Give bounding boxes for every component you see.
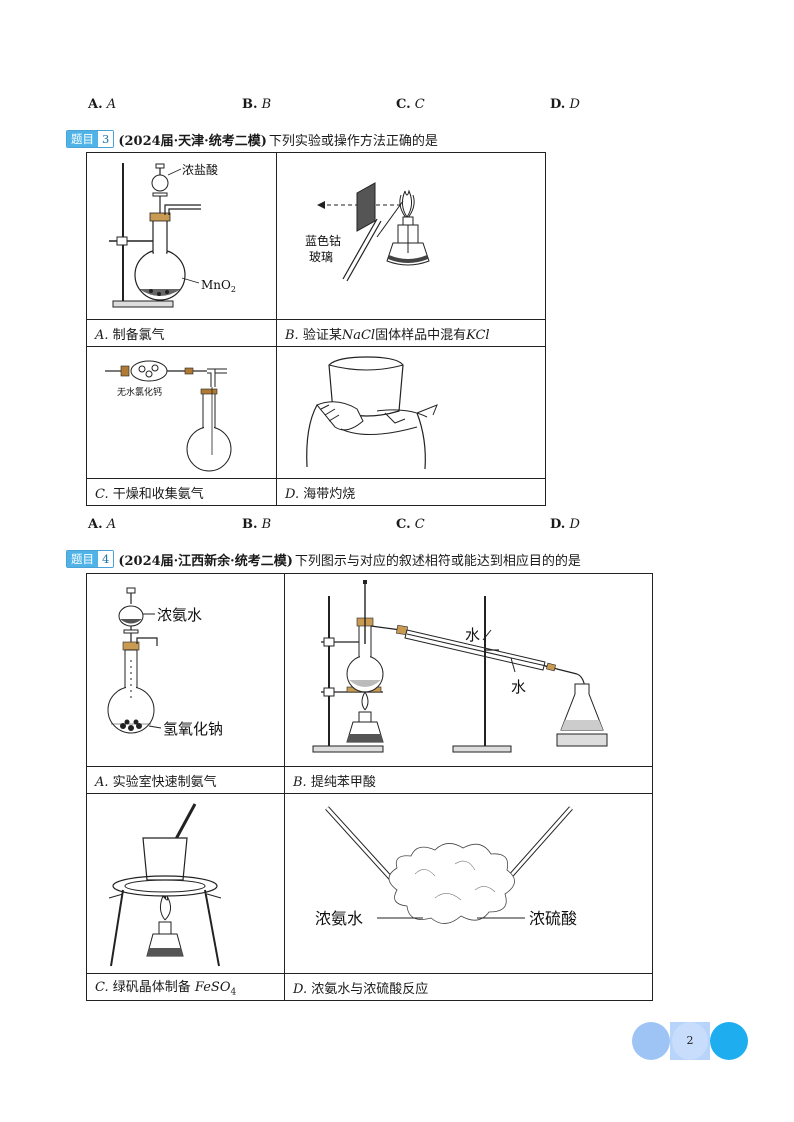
q4-cell-b-caption: B. 提纯苯甲酸 bbox=[284, 766, 653, 794]
label-conc-ammonia-rod: 浓氨水 bbox=[315, 909, 363, 928]
label-cobalt-glass-1: 蓝色钴 bbox=[305, 233, 341, 248]
option-d[interactable]: D. D bbox=[550, 97, 580, 112]
label-conc-hcl: 浓盐酸 bbox=[182, 162, 218, 177]
label-water-in: 水 bbox=[511, 678, 526, 696]
q3-cell-d-figure bbox=[276, 346, 546, 479]
label-mno2: MnO2 bbox=[201, 278, 236, 294]
option-b[interactable]: B. B bbox=[242, 97, 272, 112]
ammonia-acid-reaction-diagram: 浓氨水 浓硫酸 bbox=[315, 806, 577, 928]
question-text: 下列实验或操作方法正确的是 bbox=[268, 133, 438, 149]
q4-cell-c-caption: C. 绿矾晶体制备 FeSO4 bbox=[86, 973, 285, 1001]
question-source: (2024届·江西新余·统考二模) bbox=[118, 553, 293, 569]
question-4-header: 题目 4 (2024届·江西新余·统考二模) 下列图示与对应的叙述相符或能达到相… bbox=[66, 549, 581, 569]
label-cobalt-glass-2: 玻璃 bbox=[309, 250, 333, 264]
badge-circle-left bbox=[632, 1022, 670, 1060]
q4-cell-a-caption: A. 实验室快速制氨气 bbox=[86, 766, 285, 794]
q3-cell-b-caption: B. 验证某NaCl固体样品中混有KCl bbox=[276, 319, 546, 347]
ammonia-generator-diagram: 浓氨水 氢氧化钠 bbox=[107, 587, 223, 738]
question-3-table: 浓盐酸 MnO2 bbox=[86, 152, 546, 506]
q3-cell-c-caption: C. 干燥和收集氨气 bbox=[86, 478, 277, 506]
label-conc-ammonia: 浓氨水 bbox=[157, 606, 202, 624]
q4-cell-b-figure: 水 水 bbox=[284, 573, 653, 767]
evaporation-diagram bbox=[108, 803, 222, 967]
label-water-out: 水 bbox=[465, 626, 480, 644]
flame-test-diagram: 蓝色钴 玻璃 bbox=[305, 182, 430, 282]
q3-cell-b-figure: 蓝色钴 玻璃 bbox=[276, 152, 546, 320]
q3-option-b[interactable]: B. B bbox=[242, 517, 272, 532]
distillation-diagram: 水 水 bbox=[312, 580, 608, 753]
q4-cell-a-figure: 浓氨水 氢氧化钠 bbox=[86, 573, 285, 767]
q4-cell-d-figure: 浓氨水 浓硫酸 bbox=[284, 793, 653, 974]
label-conc-sulfuric-rod: 浓硫酸 bbox=[529, 909, 577, 928]
question-4-table: 浓氨水 氢氧化钠 bbox=[86, 573, 653, 1001]
q3-cell-c-figure: 无水氯化钙 bbox=[86, 346, 277, 479]
q3-cell-a-caption: A. 制备氯气 bbox=[86, 319, 277, 347]
seaweed-burning-diagram bbox=[306, 356, 438, 470]
label-sodium-hydroxide: 氢氧化钠 bbox=[163, 720, 223, 738]
question-tag: 题目 3 bbox=[66, 130, 115, 148]
option-c[interactable]: C. C bbox=[396, 97, 425, 112]
q3-option-c[interactable]: C. C bbox=[396, 517, 425, 532]
top-options-row: A. A B. B C. C D. D bbox=[88, 97, 648, 115]
page-number-badge: 2 bbox=[632, 1022, 748, 1060]
q4-cell-c-figure bbox=[86, 793, 285, 974]
question-3-header: 题目 3 (2024届·天津·统考二模) 下列实验或操作方法正确的是 bbox=[66, 129, 438, 149]
q4-cell-d-caption: D. 浓氨水与浓硫酸反应 bbox=[284, 973, 653, 1001]
chlorine-generator-diagram: 浓盐酸 MnO2 bbox=[109, 162, 236, 308]
q3-cell-d-caption: D. 海带灼烧 bbox=[276, 478, 546, 506]
q3-option-d[interactable]: D. D bbox=[550, 517, 580, 532]
question-tag: 题目 4 bbox=[66, 550, 115, 568]
question-3-options: A. A B. B C. C D. D bbox=[88, 517, 648, 535]
ammonia-dry-collect-diagram: 无水氯化钙 bbox=[105, 360, 232, 472]
q3-option-a[interactable]: A. A bbox=[88, 517, 117, 532]
option-a[interactable]: A. A bbox=[88, 97, 117, 112]
label-dryer: 无水氯化钙 bbox=[117, 386, 162, 398]
badge-circle-mid bbox=[672, 1022, 708, 1060]
page-number: 2 bbox=[686, 1034, 694, 1047]
question-source: (2024届·天津·统考二模) bbox=[118, 133, 267, 149]
q3-cell-a-figure: 浓盐酸 MnO2 bbox=[86, 152, 277, 320]
question-text: 下列图示与对应的叙述相符或能达到相应目的的是 bbox=[294, 553, 581, 569]
badge-circle-right bbox=[710, 1022, 748, 1060]
